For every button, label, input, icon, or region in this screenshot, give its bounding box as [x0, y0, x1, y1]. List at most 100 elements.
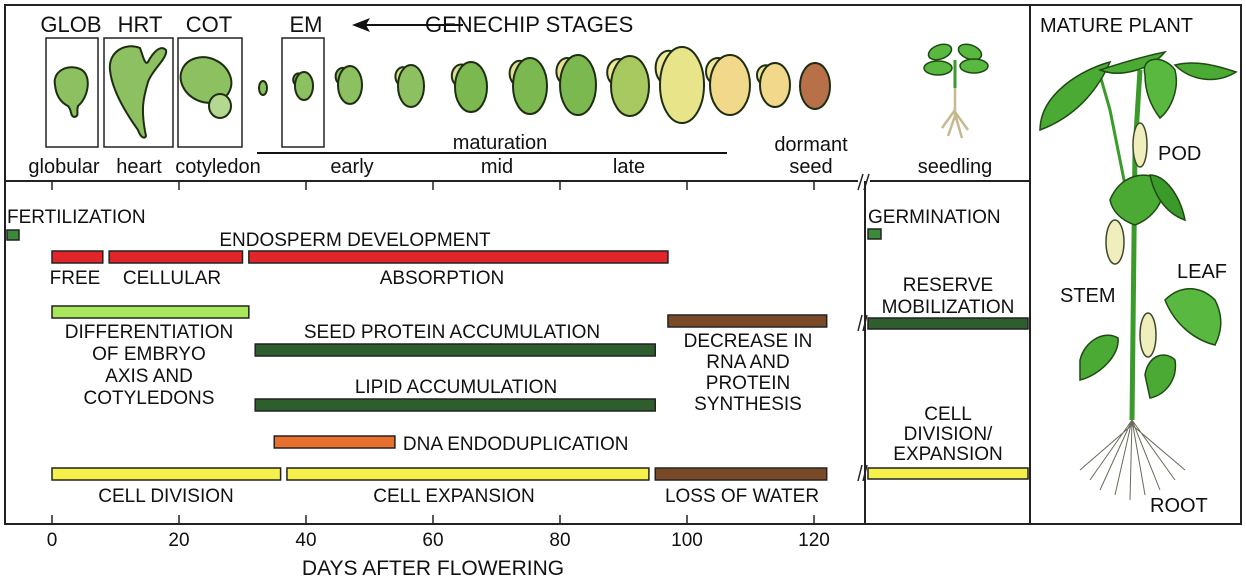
endosperm-bar-cellular: [108, 250, 244, 264]
x-tick-label-60: 60: [422, 530, 443, 551]
maturation-label: maturation: [453, 132, 548, 154]
mature-plant-title: MATURE PLANT: [1040, 15, 1193, 37]
box-label-glob: GLOB: [40, 12, 101, 37]
left-arrow-icon: [352, 18, 463, 32]
leaf-label: LEAF: [1177, 261, 1227, 283]
cell-division-label: CELL DIVISION: [98, 486, 234, 507]
seed-icon-7: [610, 55, 650, 117]
endosperm-bar-absorption: [248, 250, 669, 264]
mature-plant: MATURE PLANT POD LEAF STEM: [1039, 15, 1238, 517]
seed-icon-4: [454, 61, 488, 113]
loss-of-water-label: LOSS OF WATER: [665, 486, 819, 507]
stage-label-cotyledon: cotyledon: [175, 156, 261, 178]
x-tick-label-80: 80: [549, 530, 570, 551]
x-tick-label-20: 20: [168, 530, 189, 551]
x-axis-title: DAYS AFTER FLOWERING: [302, 557, 564, 580]
substage-early: early: [330, 156, 373, 178]
mature-plant-icon: [1039, 50, 1238, 501]
cot-box: [177, 37, 243, 148]
box-label-cot: COT: [186, 12, 232, 37]
x-tick-label-40: 40: [295, 530, 316, 551]
axis-break-top: [857, 173, 870, 191]
x-tick-label-120: 120: [798, 530, 830, 551]
fertilization-label: FERTILIZATION: [7, 207, 146, 228]
x-tick-label-0: 0: [47, 530, 58, 551]
cell-division-expansion-label-line-1: DIVISION/: [904, 424, 993, 445]
seed-icon-9: [709, 54, 751, 116]
seedling-label: seedling: [918, 156, 993, 178]
cell-division-expansion-label-line-2: EXPANSION: [893, 444, 1002, 465]
decrease-rna-label-line-3: SYNTHESIS: [694, 394, 802, 415]
seed-icon-2: [337, 65, 363, 105]
decrease-rna-bar: [667, 314, 828, 328]
fertilization-marker: [6, 229, 20, 241]
reserve-mobilization-bar: [867, 317, 1029, 330]
seed-icon-8: [659, 46, 705, 124]
globular-embryo-icon: [53, 66, 89, 119]
seed-icon-6: [559, 54, 597, 116]
bar-cell-division: [51, 467, 282, 481]
differentiation-label-line-0: DIFFERENTIATION: [65, 322, 234, 343]
stage-label-globular: globular: [28, 156, 100, 178]
differentiation-label-line-1: OF EMBRYO: [92, 344, 206, 365]
reserve-mobilization-label-line-0: RESERVE: [903, 275, 993, 296]
germination-label: GERMINATION: [868, 207, 1001, 228]
bar-loss-of-water: [654, 467, 828, 481]
germination-marker: [867, 228, 882, 240]
bar-cell-expansion: [286, 467, 650, 481]
seedling-cell-division-bar: [867, 467, 1029, 480]
differentiation-bar: [51, 305, 250, 319]
seed-protein-label: SEED PROTEIN ACCUMULATION: [304, 322, 600, 343]
seedling-icon: [923, 43, 989, 139]
decrease-rna-label-line-1: RNA AND: [706, 352, 789, 373]
endosperm-label-free: FREE: [50, 268, 101, 289]
cell-division-expansion-label-line-0: CELL: [924, 404, 972, 425]
endosperm-label-absorption: ABSORPTION: [380, 268, 505, 289]
box-label-hrt: HRT: [118, 12, 163, 37]
differentiation-label-line-2: AXIS AND: [105, 366, 193, 387]
lipid-label: LIPID ACCUMULATION: [355, 377, 557, 398]
substage-mid: mid: [481, 156, 513, 178]
endosperm-bar-free: [51, 250, 104, 264]
endosperm-label-cellular: CELLULAR: [123, 268, 221, 289]
stage-label-heart: heart: [116, 156, 162, 178]
seed-series: [258, 46, 831, 124]
seed-icon-11: [799, 62, 831, 110]
seedling-timeline: GERMINATIONRESERVEMOBILIZATIONCELLDIVISI…: [857, 207, 1029, 482]
lipid-bar: [254, 398, 656, 412]
seed-icon-10: [759, 62, 791, 108]
dna-endoduplication-label: DNA ENDODUPLICATION: [403, 434, 629, 455]
cell-expansion-label: CELL EXPANSION: [373, 486, 535, 507]
seed-icon-3: [397, 64, 425, 108]
axis-break-0-b: [862, 314, 868, 332]
heart-embryo-icon: [108, 45, 168, 139]
seed-icon-1: [294, 71, 314, 101]
box-label-em: EM: [290, 12, 323, 37]
differentiation-label-line-3: COTYLEDONS: [84, 388, 215, 409]
header: GLOB HRT COT EM GENECHIP STAGES g: [28, 12, 992, 178]
hrt-box: [103, 37, 174, 148]
axis-break-1-b: [862, 464, 868, 482]
seed-icon-0: [258, 80, 268, 96]
substage-late: late: [613, 156, 645, 178]
axis-break-0-a: [857, 314, 863, 332]
dna-endoduplication-bar: [273, 435, 396, 449]
root-label: ROOT: [1150, 495, 1208, 517]
decrease-rna-label-line-2: PROTEIN: [706, 373, 790, 394]
timeline-bars: [6, 229, 828, 481]
seed-label: seed: [789, 156, 832, 178]
dormant-label: dormant: [774, 134, 848, 156]
endosperm-title: ENDOSPERM DEVELOPMENT: [219, 230, 491, 251]
timeline-labels: FERTILIZATION ENDOSPERM DEVELOPMENT FREE CE…: [7, 207, 819, 507]
seed-icon-5: [512, 57, 548, 115]
axis-break-1-a: [857, 464, 863, 482]
glob-box: [45, 37, 99, 148]
cotyledon-embryo-icon: [179, 56, 233, 104]
decrease-rna-label-line-0: DECREASE IN: [684, 331, 813, 352]
pod-label: POD: [1158, 143, 1201, 165]
x-tick-label-100: 100: [671, 530, 703, 551]
stem-label: STEM: [1060, 285, 1116, 307]
cotyledon-axis-icon: [208, 93, 232, 119]
